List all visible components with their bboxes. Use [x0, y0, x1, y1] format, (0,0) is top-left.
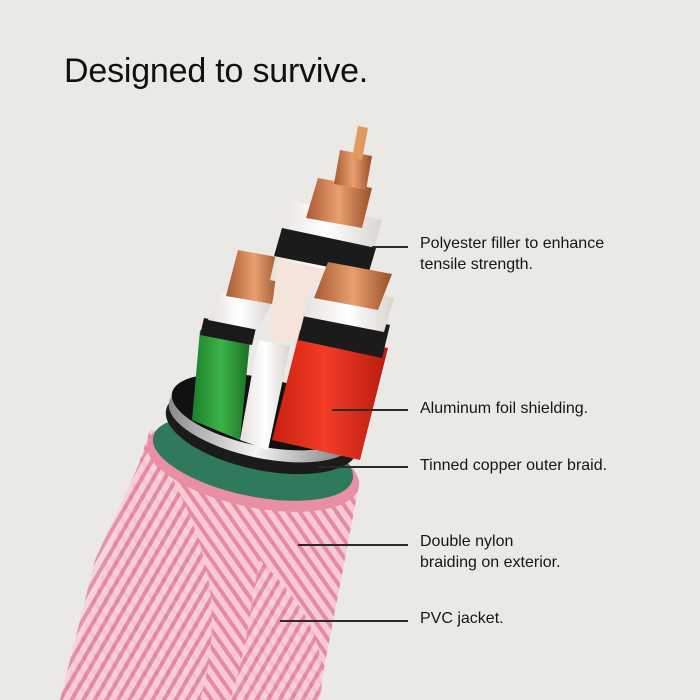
green-core: [192, 250, 282, 440]
page-title: Designed to survive.: [64, 52, 369, 90]
callout-polyester-filler: Polyester filler to enhance tensile stre…: [420, 235, 605, 273]
callout-aluminum-foil: Aluminum foil shielding.: [420, 400, 589, 417]
red-core: [272, 262, 394, 460]
leader-line-tinned-copper-braid: [318, 466, 408, 468]
drain-wire: [240, 340, 290, 450]
leader-line-polyester-filler: [372, 246, 408, 248]
leader-line-aluminum-foil: [332, 409, 408, 411]
leader-line-pvc-jacket: [280, 620, 408, 622]
callout-pvc-jacket: PVC jacket.: [420, 610, 504, 627]
callout-nylon-braiding: Double nylon braiding on exterior.: [420, 533, 561, 571]
leader-line-nylon-braiding: [298, 544, 408, 546]
callout-tinned-copper-braid: Tinned copper outer braid.: [420, 457, 608, 474]
